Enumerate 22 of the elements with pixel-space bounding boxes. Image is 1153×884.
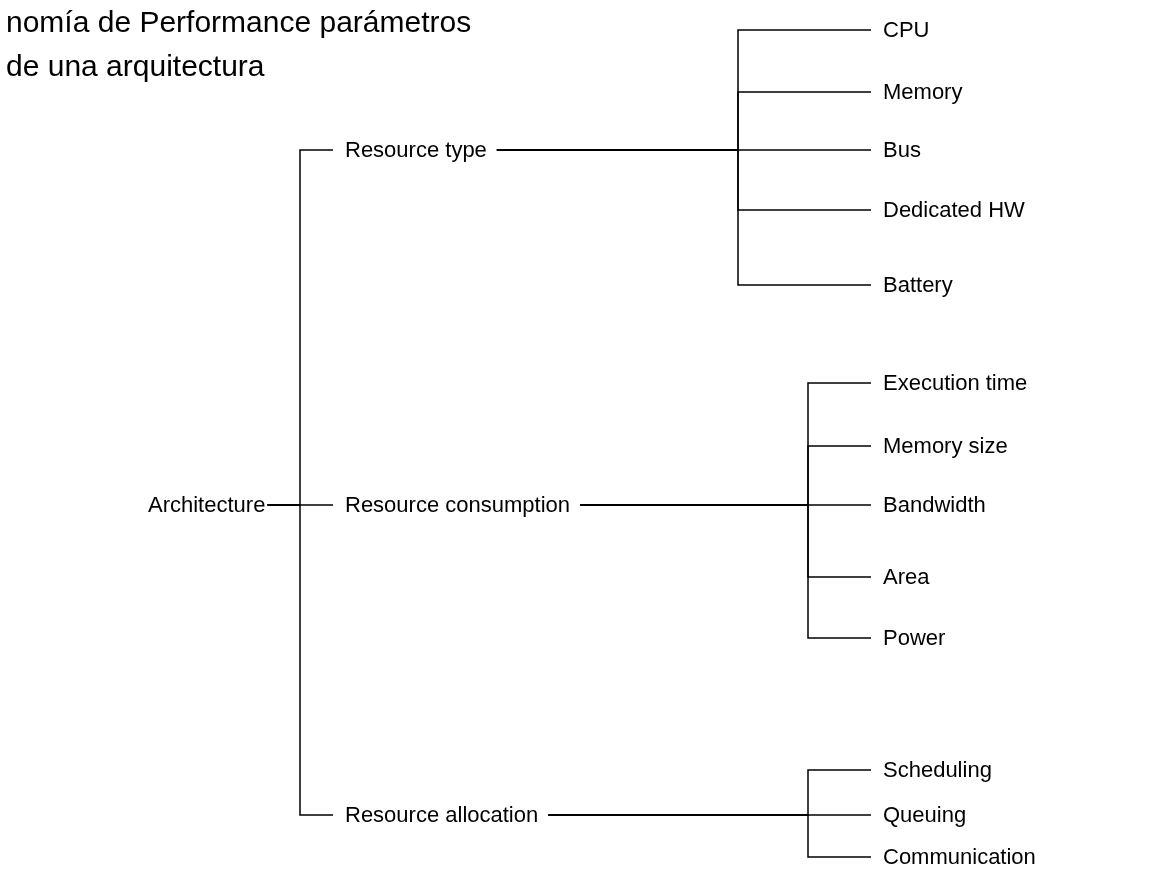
tree-label: Resource allocation — [345, 802, 539, 828]
tree-label: Resource consumption — [345, 492, 570, 518]
tree-label: Scheduling — [883, 757, 992, 783]
tree-label: Battery — [883, 272, 953, 298]
tree-label: Execution time — [883, 370, 1028, 396]
tree-label: Dedicated HW — [883, 197, 1025, 223]
tree-label: Resource type — [345, 137, 487, 163]
tree-label: Bandwidth — [883, 492, 986, 518]
tree-label: Memory — [883, 79, 963, 105]
connector-line — [266, 504, 334, 816]
tree-label: Memory size — [883, 433, 1008, 459]
tree-label: Queuing — [883, 802, 967, 828]
connector-line — [579, 504, 872, 639]
tree-label: Architecture — [148, 492, 266, 518]
tree-label: Area — [883, 564, 930, 590]
tree-label: CPU — [883, 17, 930, 43]
tree-label: Bus — [883, 137, 921, 163]
tree-label: Power — [883, 625, 946, 651]
title: nomía de Performance parámetros de una arquitectura — [6, 4, 473, 84]
tree-label: Communication — [883, 844, 1036, 870]
connector-line — [496, 149, 872, 286]
connector-line — [547, 814, 872, 858]
